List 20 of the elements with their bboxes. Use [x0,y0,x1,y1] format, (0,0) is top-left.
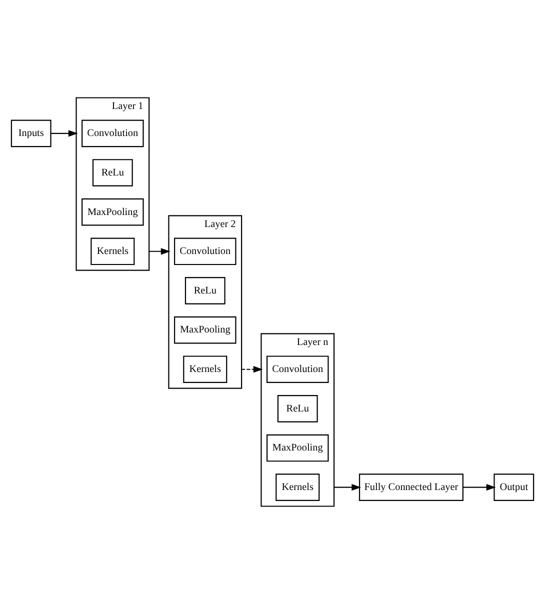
node-box: MaxPooling [82,198,144,226]
node-box: Kernels [183,355,228,382]
arrow [334,484,362,490]
node-box: Convolution [266,355,329,382]
arrow [149,248,170,254]
node-box: ReLu [184,276,226,304]
node-box: Kernels [276,473,320,500]
node-box: Kernels [90,237,135,265]
node-box: Inputs [10,119,52,147]
node-box: ReLu [277,394,318,422]
node-box: MaxPooling [266,434,329,462]
node-box: Convolution [174,237,236,265]
arrow [242,366,263,372]
arrow [463,484,496,490]
node-box: Fully Connected Layer [358,473,464,500]
arrow [50,130,78,136]
node-box: ReLu [92,158,133,186]
node-box: Convolution [82,119,144,147]
node-box: Output [494,473,534,500]
node-box: MaxPooling [174,316,236,344]
